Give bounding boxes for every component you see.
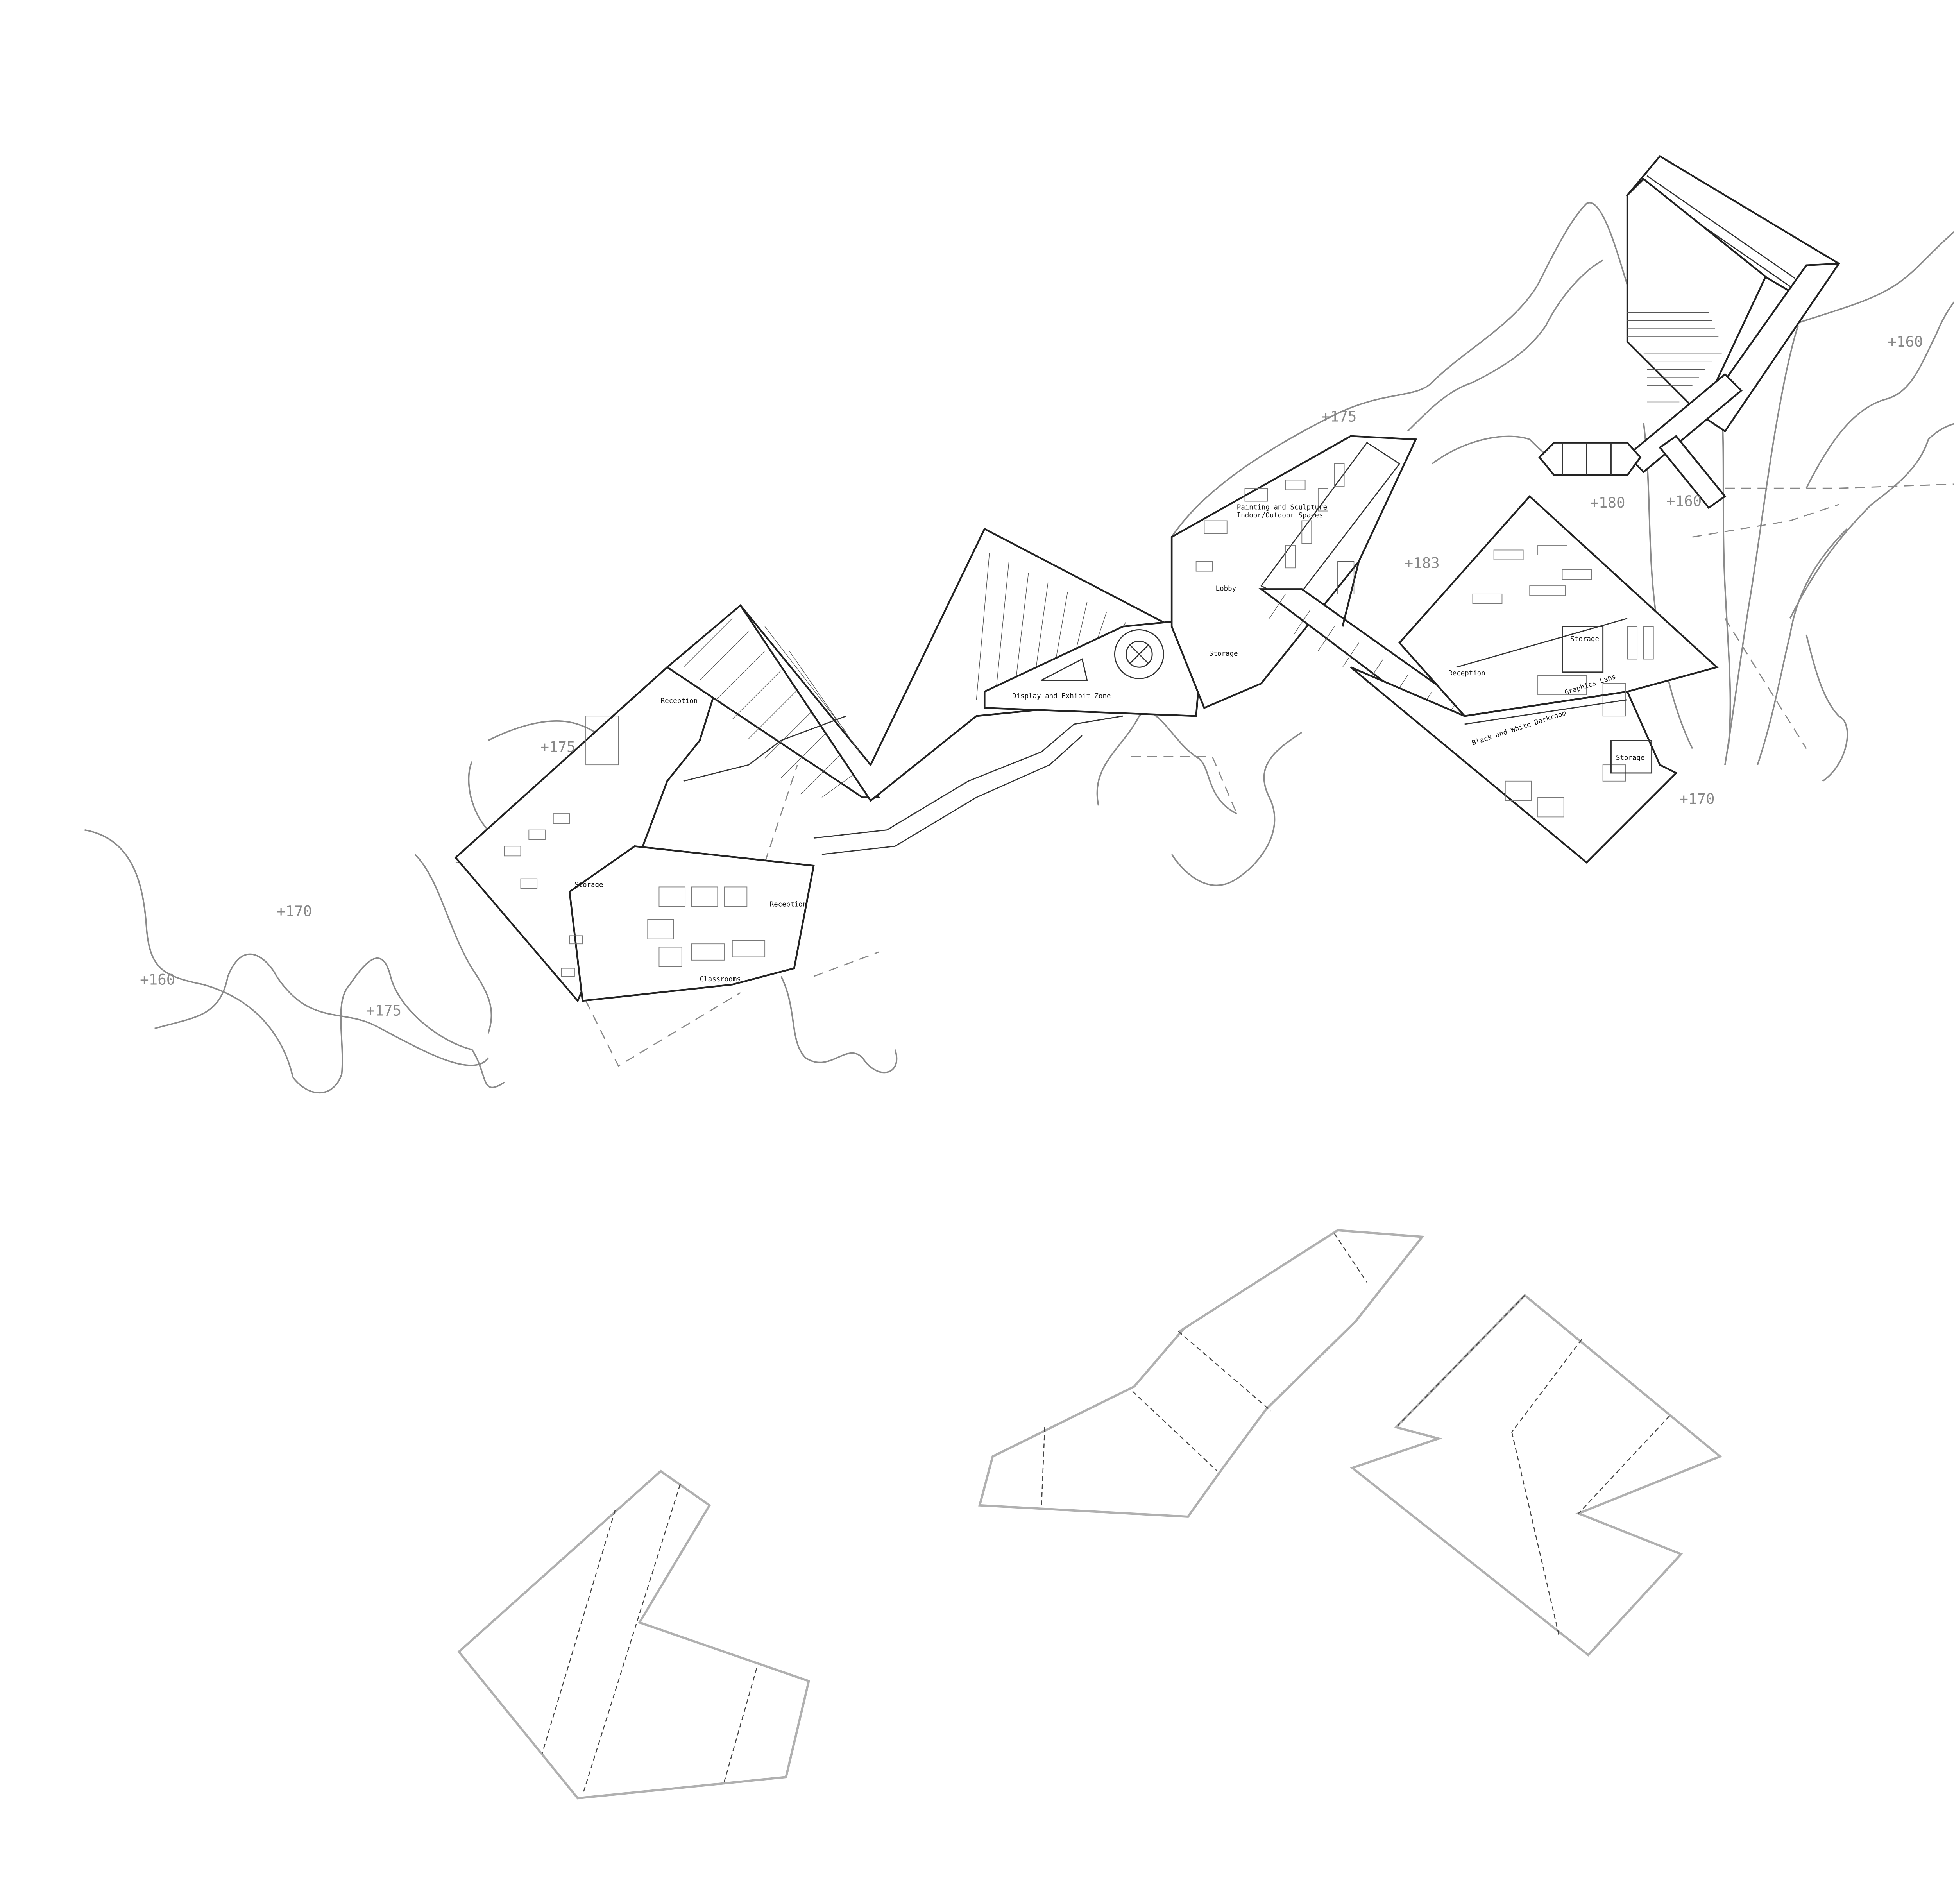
elevation-label: +170	[277, 902, 312, 920]
contour-line	[1171, 202, 1628, 538]
contour-line	[1757, 528, 1848, 765]
room-label-painting: Painting and Sculpture	[1237, 503, 1327, 511]
center-massing	[978, 1229, 1425, 1518]
elevation-label: +175	[540, 738, 575, 755]
massing-diagrams	[457, 1229, 1723, 1800]
contour-line	[1171, 732, 1303, 886]
contour-line	[1805, 634, 1848, 782]
room-label-display-exhibit: Display and Exhibit Zone	[1012, 692, 1111, 700]
room-label-storage: Storage	[574, 881, 603, 889]
zigzag-hatching	[764, 553, 1127, 752]
site-contours	[84, 202, 1954, 1094]
furniture	[504, 716, 766, 977]
elevation-label: +160	[140, 971, 175, 988]
room-label-reception: Reception	[661, 697, 698, 705]
exhibit-plinth	[1041, 658, 1088, 681]
storage-room	[1562, 626, 1604, 673]
dashed-line	[585, 992, 741, 1067]
classroom-wing	[568, 845, 815, 1002]
painting-wing	[1170, 435, 1483, 725]
storage-room	[1610, 740, 1653, 774]
furniture	[1472, 545, 1654, 818]
elevation-label: +160	[1888, 333, 1923, 350]
contour-line	[292, 957, 505, 1094]
elevation-label: +180	[1590, 494, 1625, 511]
room-label-indoor-outdoor: Indoor/Outdoor Spaces	[1237, 512, 1323, 519]
contour-line	[1805, 301, 1954, 489]
terrace-steps	[1627, 312, 1722, 403]
contour-line	[1789, 231, 1954, 326]
contour-line	[1096, 711, 1237, 814]
elevation-label: +175	[366, 1002, 401, 1019]
walkway	[821, 735, 1083, 855]
dashed-line	[1131, 756, 1238, 814]
room-label-classrooms: Classrooms	[700, 975, 741, 983]
dashed-line	[1692, 504, 1839, 538]
room-label-storage: Storage	[1209, 650, 1238, 658]
contour-line	[1721, 406, 1731, 749]
walkway	[683, 715, 846, 782]
hatched-canopy	[666, 604, 881, 798]
contour-line	[154, 953, 489, 1066]
dashed-line	[1692, 483, 1954, 489]
dashed-line	[764, 764, 798, 863]
terrace	[1626, 177, 1767, 417]
dashed-line	[1724, 618, 1807, 749]
contour-line	[1407, 259, 1603, 432]
dashed-line	[813, 951, 879, 977]
elevation-label: +183	[1405, 554, 1440, 571]
contour-line	[414, 854, 492, 1034]
contour-line	[780, 976, 898, 1074]
contour-line	[1724, 325, 1799, 765]
furniture	[1195, 463, 1345, 572]
contour-line	[1789, 423, 1954, 619]
contour-line	[1643, 423, 1693, 749]
elevation-label: +175	[1321, 408, 1356, 425]
right-massing	[1350, 1294, 1723, 1657]
pier-structure	[1538, 155, 1841, 509]
spiral-stair	[1114, 629, 1164, 679]
bridge	[1538, 442, 1642, 476]
room-label-reception: Reception	[770, 900, 807, 908]
walkway	[813, 715, 1123, 839]
dashed-site-lines	[585, 483, 1954, 1067]
elevation-labels: +175 +160 +175 +180 +160 +183 +175 +170 …	[140, 333, 1923, 1019]
left-building	[454, 604, 881, 1003]
room-label-reception: Reception	[1448, 669, 1485, 677]
room-label-storage: Storage	[1570, 635, 1599, 643]
elevation-label: +160	[1666, 492, 1702, 510]
room-label-lobby: Lobby	[1216, 585, 1236, 593]
right-building-lower	[1350, 666, 1678, 864]
central-zigzag	[683, 528, 1205, 855]
right-building	[1350, 495, 1719, 864]
left-massing	[457, 1469, 811, 1800]
contour-line	[84, 829, 294, 1078]
bridge	[1626, 373, 1743, 473]
bridge	[1659, 435, 1727, 509]
room-label-storage: Storage	[1616, 754, 1645, 762]
elevation-label: +170	[1679, 790, 1714, 807]
